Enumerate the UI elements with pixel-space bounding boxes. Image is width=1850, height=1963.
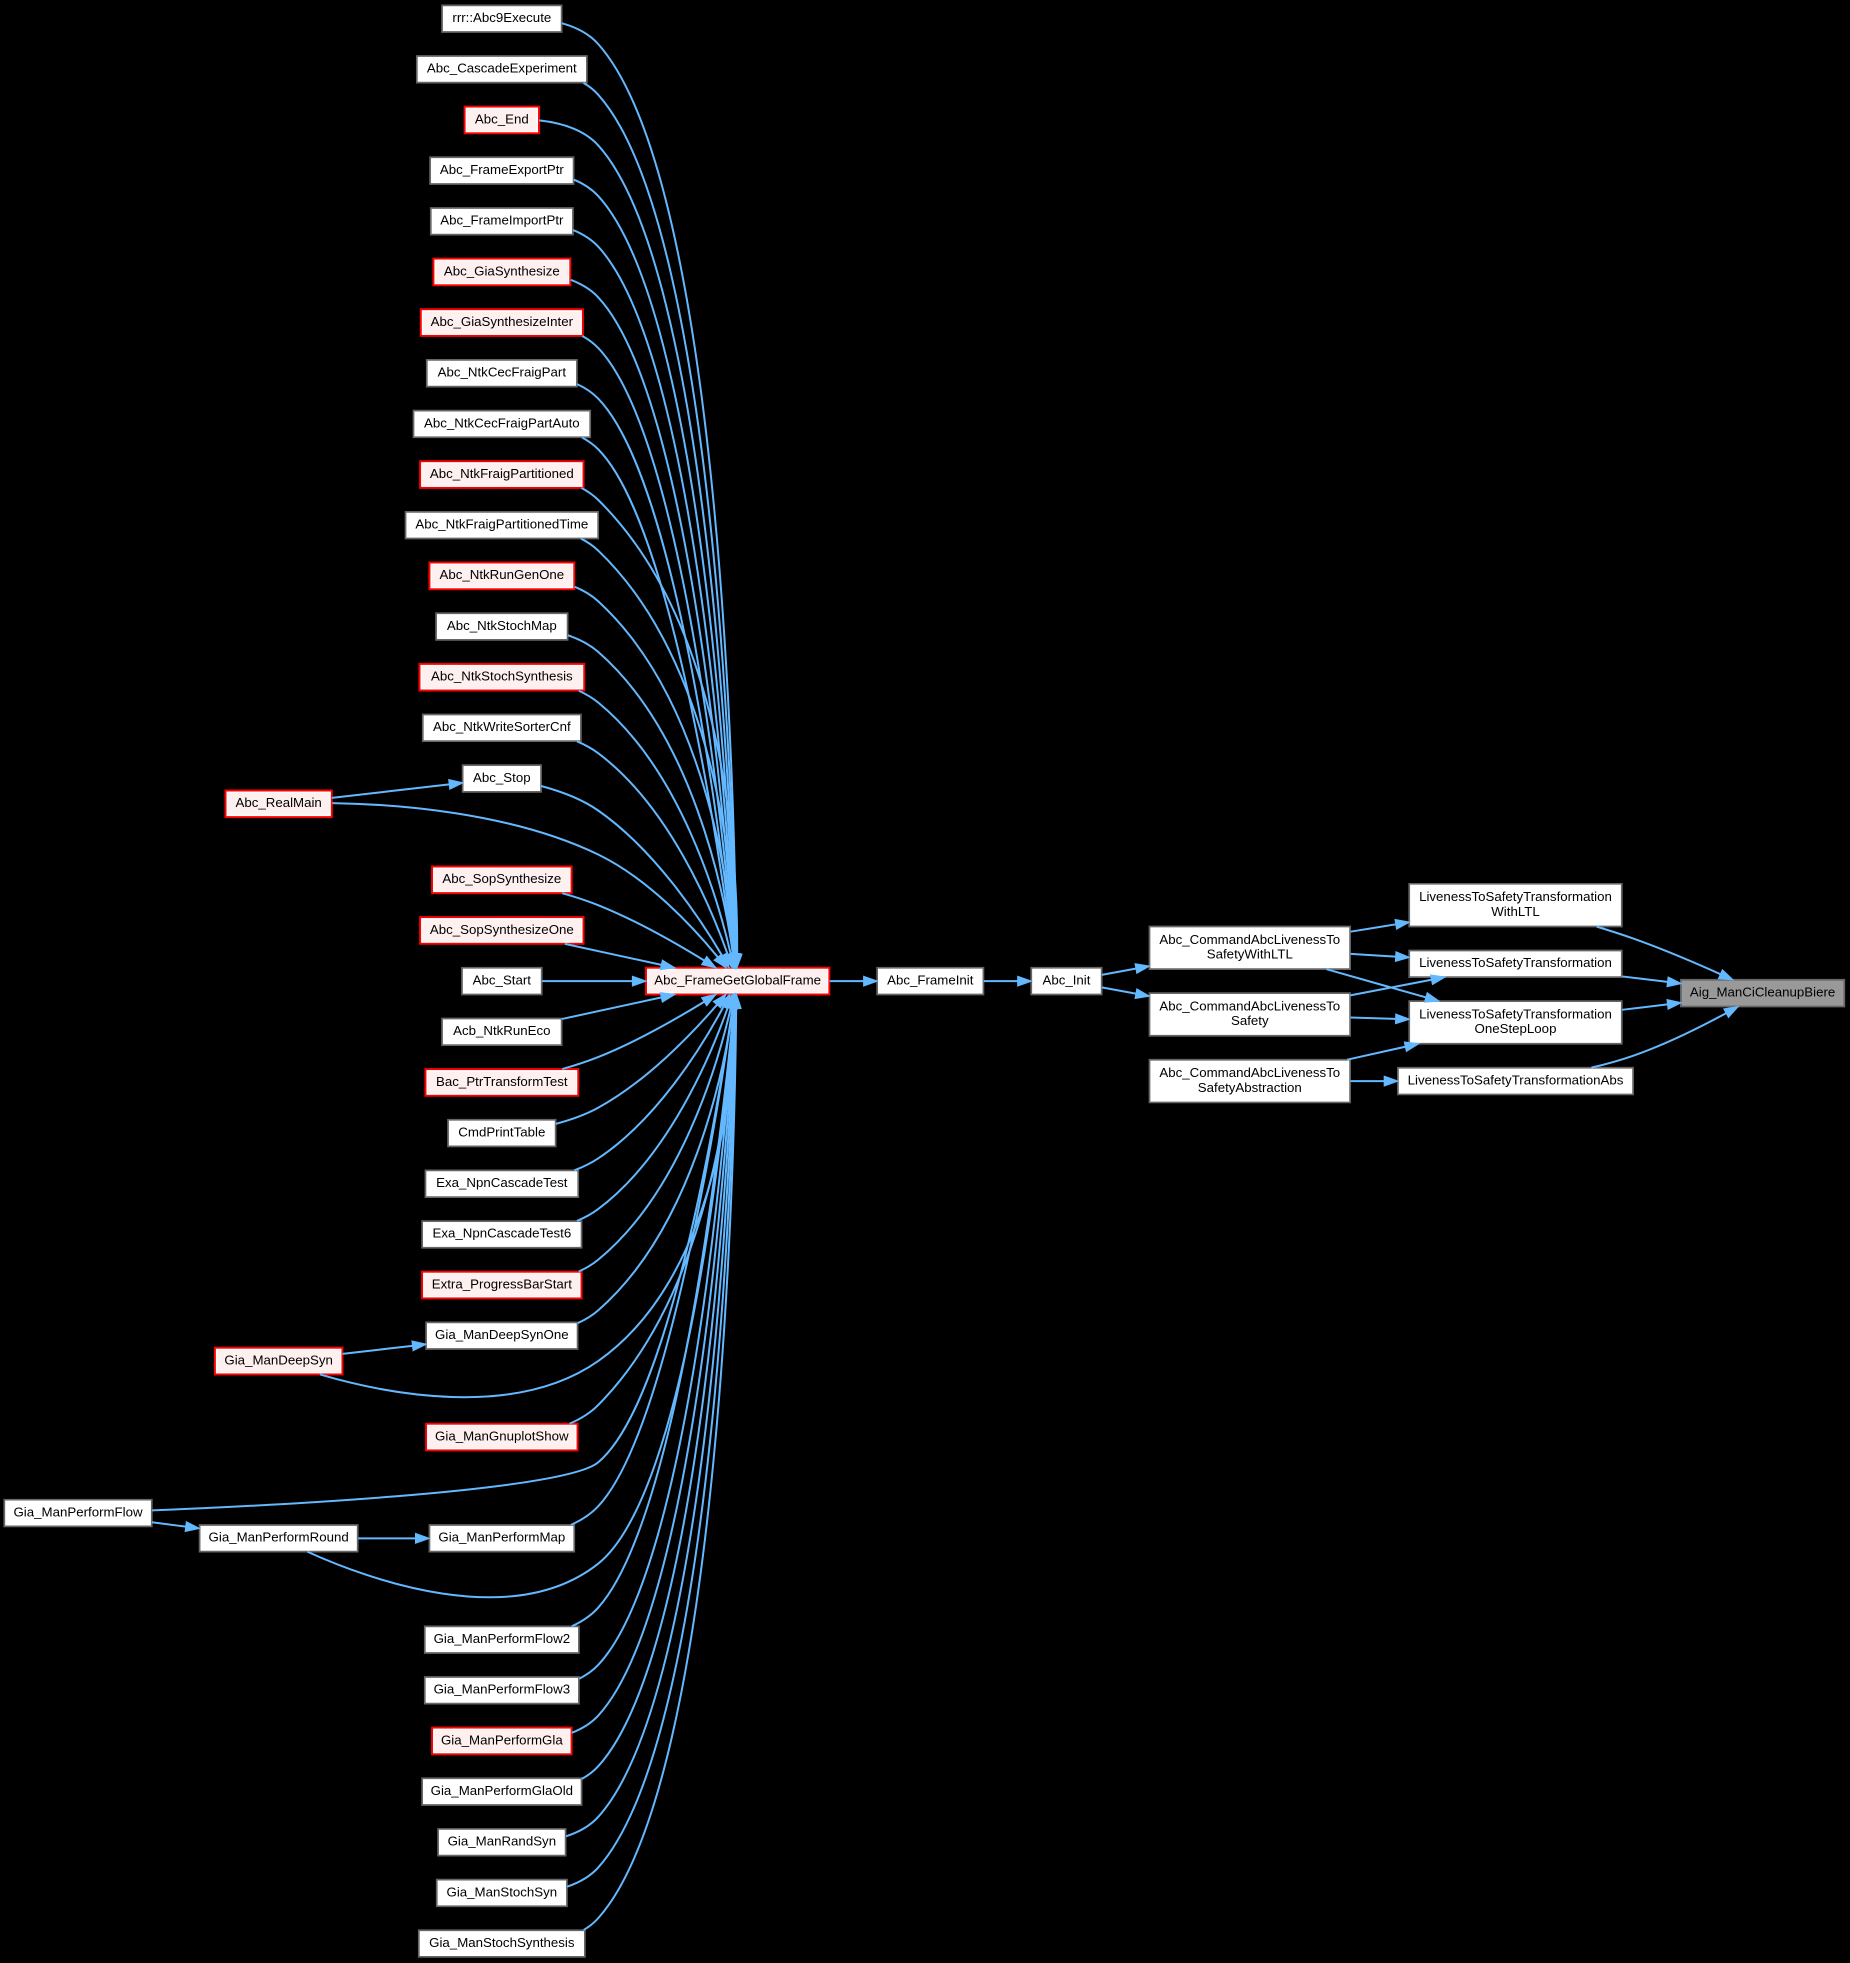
svg-text:Gia_ManPerformFlow3: Gia_ManPerformFlow3 bbox=[433, 1681, 569, 1696]
svg-text:Abc_RealMain: Abc_RealMain bbox=[235, 795, 321, 810]
svg-text:Extra_ProgressBarStart: Extra_ProgressBarStart bbox=[431, 1276, 571, 1291]
svg-text:OneStepLoop: OneStepLoop bbox=[1474, 1021, 1556, 1036]
svg-text:Gia_ManStochSynthesis: Gia_ManStochSynthesis bbox=[429, 1935, 575, 1950]
svg-text:rrr::Abc9Execute: rrr::Abc9Execute bbox=[452, 10, 551, 25]
svg-text:Gia_ManPerformMap: Gia_ManPerformMap bbox=[438, 1529, 565, 1544]
svg-text:Abc_NtkStochMap: Abc_NtkStochMap bbox=[446, 618, 556, 633]
svg-text:Abc_CommandAbcLivenessTo: Abc_CommandAbcLivenessTo bbox=[1159, 932, 1340, 947]
svg-text:Gia_ManDeepSynOne: Gia_ManDeepSynOne bbox=[435, 1327, 569, 1342]
svg-text:Acb_NtkRunEco: Acb_NtkRunEco bbox=[453, 1023, 550, 1038]
svg-text:Abc_NtkStochSynthesis: Abc_NtkStochSynthesis bbox=[431, 668, 573, 683]
svg-text:Abc_Start: Abc_Start bbox=[472, 972, 531, 987]
svg-text:SafetyAbstraction: SafetyAbstraction bbox=[1197, 1080, 1301, 1095]
svg-text:Abc_NtkCecFraigPartAuto: Abc_NtkCecFraigPartAuto bbox=[424, 415, 580, 430]
svg-text:Gia_ManStochSyn: Gia_ManStochSyn bbox=[446, 1884, 557, 1899]
svg-text:LivenessToSafetyTransformation: LivenessToSafetyTransformationAbs bbox=[1407, 1072, 1623, 1087]
svg-text:Abc_FrameInit: Abc_FrameInit bbox=[887, 972, 974, 987]
svg-text:Gia_ManGnuplotShow: Gia_ManGnuplotShow bbox=[435, 1428, 569, 1443]
svg-text:Abc_End: Abc_End bbox=[474, 111, 528, 126]
svg-text:Abc_Init: Abc_Init bbox=[1042, 972, 1090, 987]
svg-text:Gia_ManDeepSyn: Gia_ManDeepSyn bbox=[224, 1352, 332, 1367]
svg-text:Gia_ManRandSyn: Gia_ManRandSyn bbox=[447, 1833, 555, 1848]
svg-text:Gia_ManPerformRound: Gia_ManPerformRound bbox=[208, 1529, 348, 1544]
svg-text:Abc_FrameImportPtr: Abc_FrameImportPtr bbox=[440, 212, 564, 227]
svg-text:Exa_NpnCascadeTest6: Exa_NpnCascadeTest6 bbox=[432, 1225, 571, 1240]
svg-text:Abc_NtkCecFraigPart: Abc_NtkCecFraigPart bbox=[437, 364, 566, 379]
svg-text:Bac_PtrTransformTest: Bac_PtrTransformTest bbox=[436, 1074, 568, 1089]
svg-text:LivenessToSafetyTransformation: LivenessToSafetyTransformation bbox=[1419, 1006, 1612, 1021]
svg-text:Abc_NtkWriteSorterCnf: Abc_NtkWriteSorterCnf bbox=[432, 719, 570, 734]
svg-text:Abc_NtkFraigPartitionedTime: Abc_NtkFraigPartitionedTime bbox=[415, 516, 588, 531]
svg-text:Abc_FrameGetGlobalFrame: Abc_FrameGetGlobalFrame bbox=[654, 972, 821, 987]
svg-text:Abc_GiaSynthesizeInter: Abc_GiaSynthesizeInter bbox=[430, 314, 573, 329]
svg-text:LivenessToSafetyTransformation: LivenessToSafetyTransformation bbox=[1419, 955, 1612, 970]
svg-text:Abc_CommandAbcLivenessTo: Abc_CommandAbcLivenessTo bbox=[1159, 998, 1340, 1013]
svg-text:Abc_CascadeExperiment: Abc_CascadeExperiment bbox=[426, 60, 576, 75]
svg-text:Abc_CommandAbcLivenessTo: Abc_CommandAbcLivenessTo bbox=[1159, 1065, 1340, 1080]
svg-text:Abc_FrameExportPtr: Abc_FrameExportPtr bbox=[439, 162, 564, 177]
svg-text:Safety: Safety bbox=[1230, 1013, 1268, 1028]
svg-text:Gia_ManPerformGla: Gia_ManPerformGla bbox=[440, 1732, 562, 1747]
svg-text:CmdPrintTable: CmdPrintTable bbox=[458, 1124, 545, 1139]
svg-text:Gia_ManPerformGlaOld: Gia_ManPerformGlaOld bbox=[430, 1783, 572, 1798]
svg-text:Gia_ManPerformFlow: Gia_ManPerformFlow bbox=[13, 1504, 142, 1519]
svg-text:Abc_NtkRunGenOne: Abc_NtkRunGenOne bbox=[439, 567, 564, 582]
svg-text:Abc_SopSynthesize: Abc_SopSynthesize bbox=[442, 871, 561, 886]
svg-text:Gia_ManPerformFlow2: Gia_ManPerformFlow2 bbox=[433, 1631, 569, 1646]
svg-text:Abc_Stop: Abc_Stop bbox=[473, 770, 531, 785]
svg-text:Abc_SopSynthesizeOne: Abc_SopSynthesizeOne bbox=[429, 922, 573, 937]
svg-text:Abc_GiaSynthesize: Abc_GiaSynthesize bbox=[443, 263, 559, 278]
svg-text:Exa_NpnCascadeTest: Exa_NpnCascadeTest bbox=[436, 1175, 568, 1190]
svg-text:SafetyWithLTL: SafetyWithLTL bbox=[1206, 946, 1292, 961]
svg-text:Aig_ManCiCleanupBiere: Aig_ManCiCleanupBiere bbox=[1689, 984, 1834, 999]
svg-text:Abc_NtkFraigPartitioned: Abc_NtkFraigPartitioned bbox=[429, 466, 573, 481]
svg-text:LivenessToSafetyTransformation: LivenessToSafetyTransformation bbox=[1419, 889, 1612, 904]
svg-text:WithLTL: WithLTL bbox=[1491, 904, 1539, 919]
